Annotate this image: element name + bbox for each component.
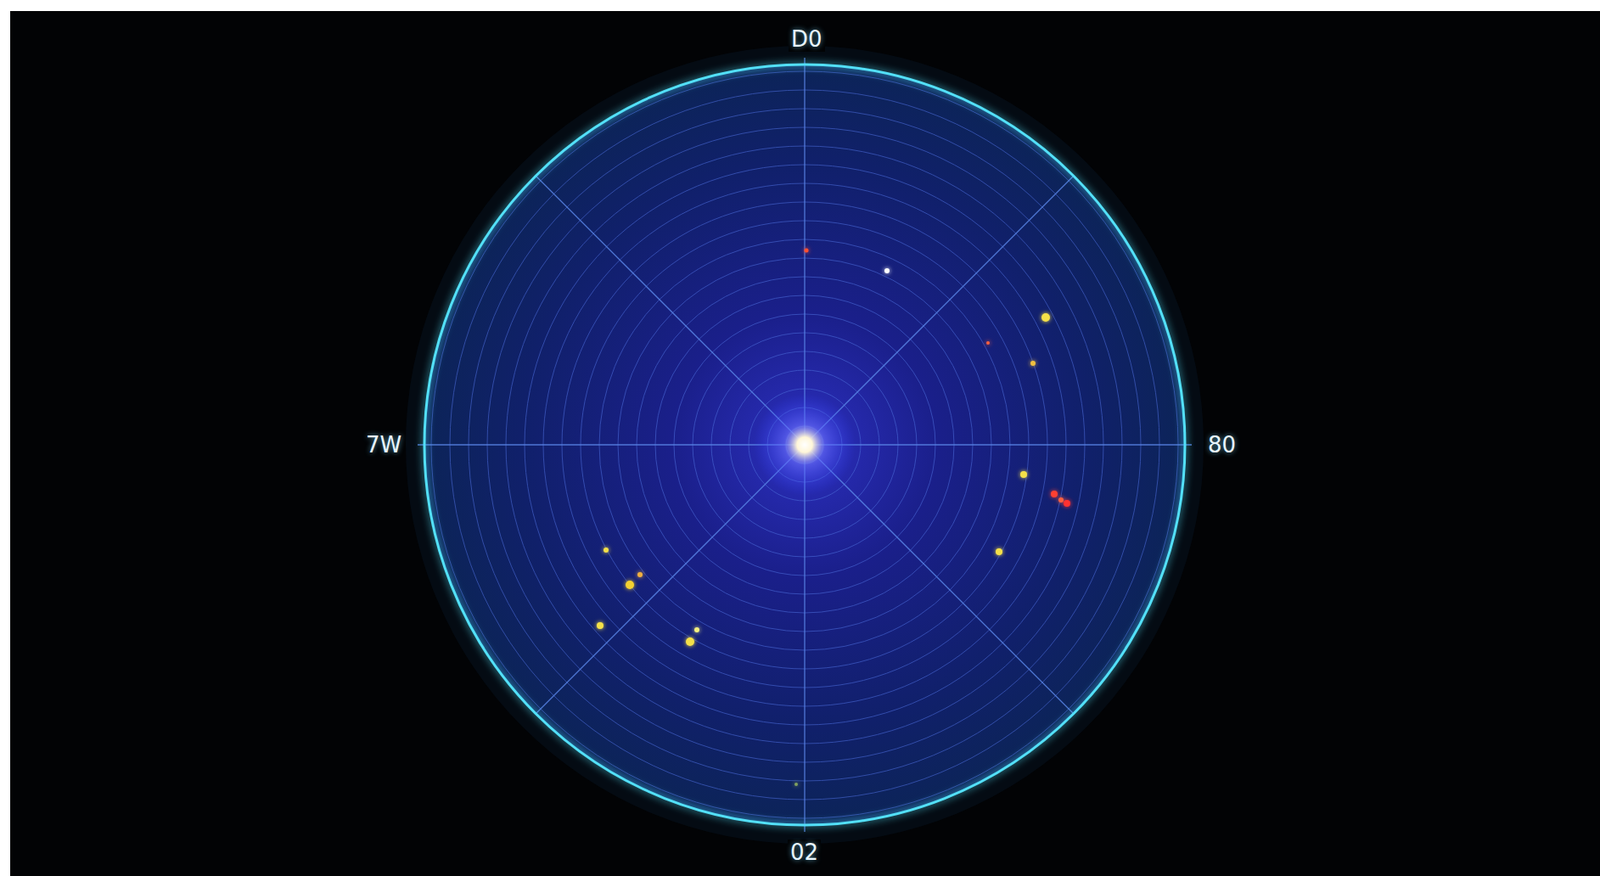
center-glow [753,393,856,496]
blip [804,248,809,253]
blip [986,341,990,345]
blip [694,627,700,633]
blip [794,782,798,786]
blip [603,547,609,553]
target-blips [596,248,1071,787]
bearing-label: 80 [1205,432,1239,458]
cross-lines [417,57,1192,832]
bearing-label: 02 [787,839,821,865]
blip [1020,471,1028,478]
blip [1058,497,1064,503]
blip [1030,360,1036,366]
outer-halo [405,45,1204,844]
blip [637,572,643,578]
blip [685,637,695,646]
blip [884,268,890,274]
bearing-label: 7W [363,432,405,458]
blip [1063,499,1071,507]
bearing-label: D0 [788,26,826,52]
scope-rim [424,64,1185,826]
blip [995,548,1003,556]
blip [625,580,635,590]
blip [1050,490,1058,498]
blip [596,622,604,629]
blip [1041,313,1050,322]
